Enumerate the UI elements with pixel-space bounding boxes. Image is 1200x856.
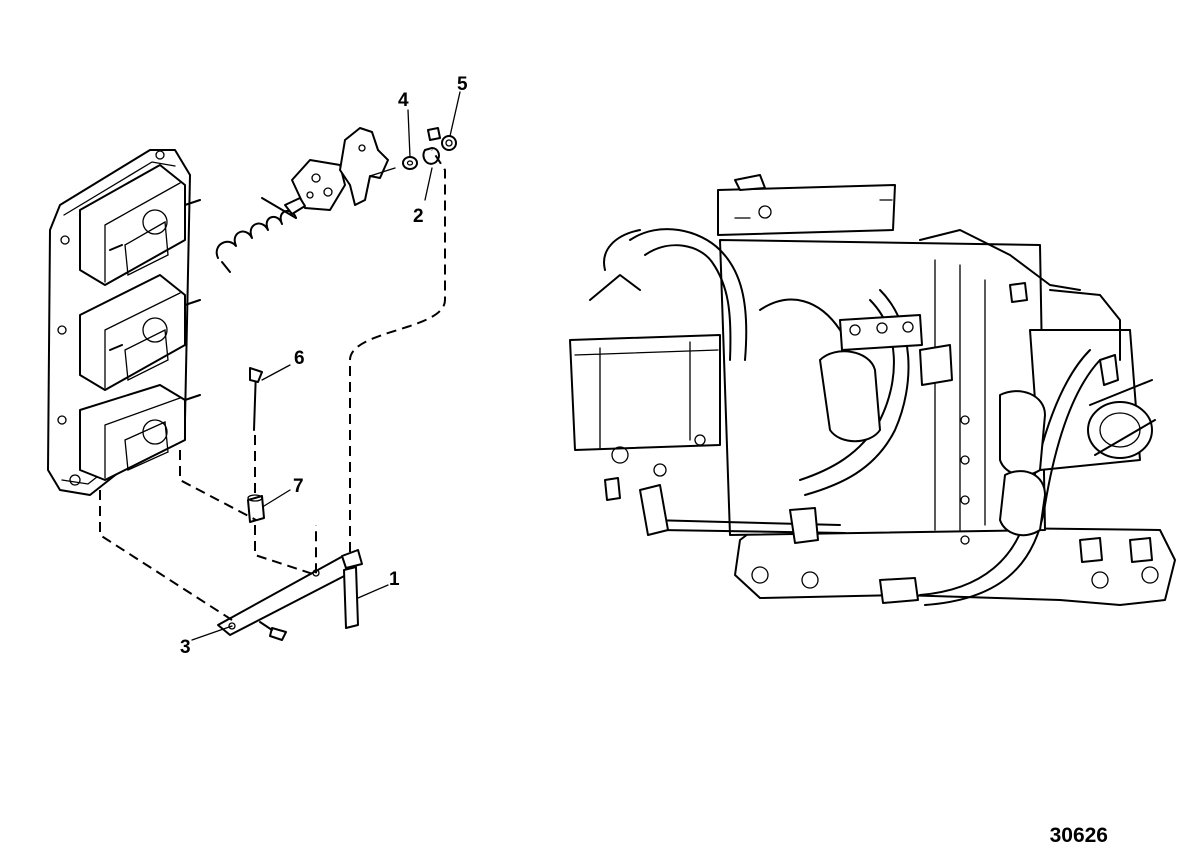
bushing-part-7 [247,494,265,523]
screw-part-6 [249,367,263,431]
callout-5: 5 [457,74,468,95]
callout-1: 1 [389,569,400,590]
callout-6: 6 [294,348,305,369]
clip-part-2 [422,127,441,165]
shaft-part-1 [341,549,363,629]
throttle-lever [339,127,396,206]
engine-assembly [569,174,1176,606]
callout-2: 2 [413,206,424,227]
leader-lines [191,91,461,641]
callout-3: 3 [180,637,191,658]
assembly-lines [99,149,446,621]
intake-plate [47,149,201,496]
cam-plate [284,159,346,215]
figure-number: 30626 [1049,824,1108,847]
nut-part-5 [441,135,457,151]
callout-7: 7 [293,476,304,497]
screw-small [259,621,287,641]
callout-labels: 1 2 3 4 5 6 7 [180,74,468,658]
throttle-arm-part-3 [217,554,356,636]
callout-4: 4 [398,90,409,111]
throttle-spring [215,197,297,273]
washer-part-4 [402,156,418,170]
